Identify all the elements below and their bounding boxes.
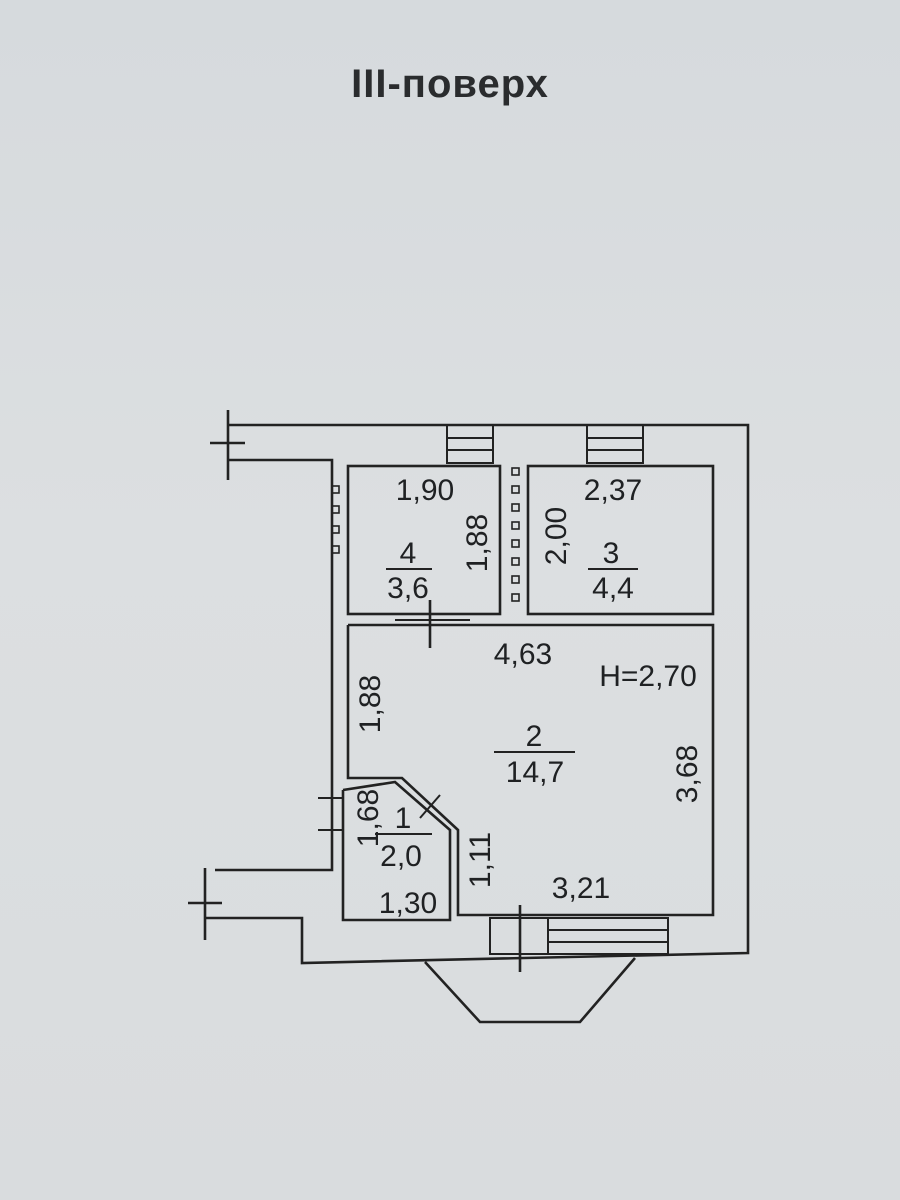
dim-room2-top: 4,63 — [494, 638, 552, 671]
dim-room4-width: 1,90 — [396, 474, 454, 507]
room-3-area: 4,4 — [592, 572, 634, 605]
room-4-number: 4 — [400, 537, 417, 570]
dim-room2-bottom: 3,21 — [552, 872, 610, 905]
room-1-number: 1 — [395, 802, 412, 835]
vent-column-center — [511, 467, 520, 602]
top-window-right — [586, 424, 644, 464]
dim-room4-depth: 1,88 — [461, 514, 494, 572]
room-1-outline — [341, 780, 452, 922]
floor-title: III-поверх — [351, 62, 549, 106]
room-4-label: 4 3,6 — [386, 537, 432, 605]
room-3-label: 3 4,4 — [588, 537, 638, 605]
room-2-number: 2 — [526, 720, 543, 753]
bay-window — [424, 957, 636, 1024]
ceiling-height: H=2,70 — [599, 660, 697, 693]
dim-room1-side: 1,68 — [352, 789, 385, 847]
dim-room1-bottom: 1,30 — [379, 887, 437, 920]
bottom-window — [489, 917, 669, 955]
room-2-area: 14,7 — [506, 756, 564, 789]
top-window-left — [446, 424, 494, 464]
room-4-outline — [346, 464, 502, 616]
room-1-area: 2,0 — [380, 840, 422, 873]
room-1-label: 1 2,0 — [375, 802, 432, 873]
outer-walls — [188, 410, 750, 965]
room-3-outline — [526, 464, 715, 616]
room-2-label: 2 14,7 — [494, 720, 575, 789]
dim-room2-notch: 1,11 — [464, 832, 497, 888]
dim-room3-depth: 2,00 — [540, 507, 573, 565]
room-4-area: 3,6 — [387, 572, 429, 605]
room-1-door-mark — [419, 794, 441, 819]
dim-room3-width: 2,37 — [584, 474, 642, 507]
room-2-outline — [346, 623, 715, 917]
dim-room2-left: 1,88 — [354, 675, 387, 733]
dim-room2-right: 3,68 — [671, 745, 704, 803]
room-3-number: 3 — [603, 537, 620, 570]
vent-column-left — [331, 485, 340, 554]
